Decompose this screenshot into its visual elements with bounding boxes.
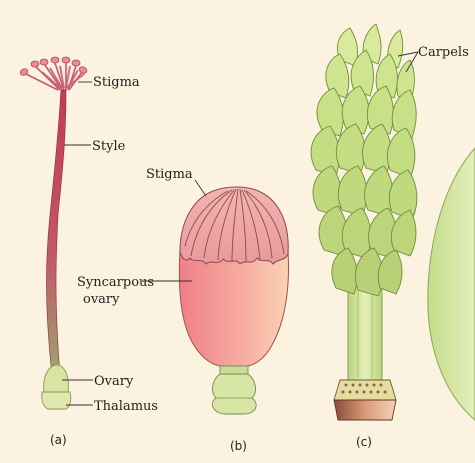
stigma-b-leader — [194, 179, 207, 197]
label-thalamus: Thalamus — [94, 399, 158, 414]
label-style: Style — [92, 139, 126, 154]
label-stigma-a: Stigma — [93, 75, 140, 90]
label-stigma-b: Stigma — [146, 167, 193, 182]
stigmatic-rays — [184, 188, 285, 263]
pistil-b — [178, 186, 289, 415]
neck-b — [219, 365, 249, 375]
style-a — [46, 89, 67, 376]
caption-b: (b) — [230, 439, 247, 453]
thalamus-a — [41, 391, 72, 410]
pistil-c — [310, 23, 418, 421]
caption-c: (c) — [356, 435, 372, 449]
large-leaf — [427, 147, 475, 421]
stalk-c — [347, 284, 383, 381]
ovary-a — [43, 364, 69, 393]
label-ovary-a: Ovary — [94, 374, 134, 389]
carpels-leader — [397, 51, 419, 73]
caption-a: (a) — [50, 433, 67, 447]
pistil-a — [19, 56, 88, 410]
stalk-b — [212, 373, 257, 415]
carpels-cluster — [310, 23, 418, 297]
label-syncarpous-2: ovary — [83, 292, 120, 307]
label-syncarpous-1: Syncarpous — [77, 275, 154, 290]
stigma-a — [19, 56, 88, 91]
label-carpels: Carpels — [418, 45, 469, 60]
thalamus-c — [333, 379, 397, 421]
